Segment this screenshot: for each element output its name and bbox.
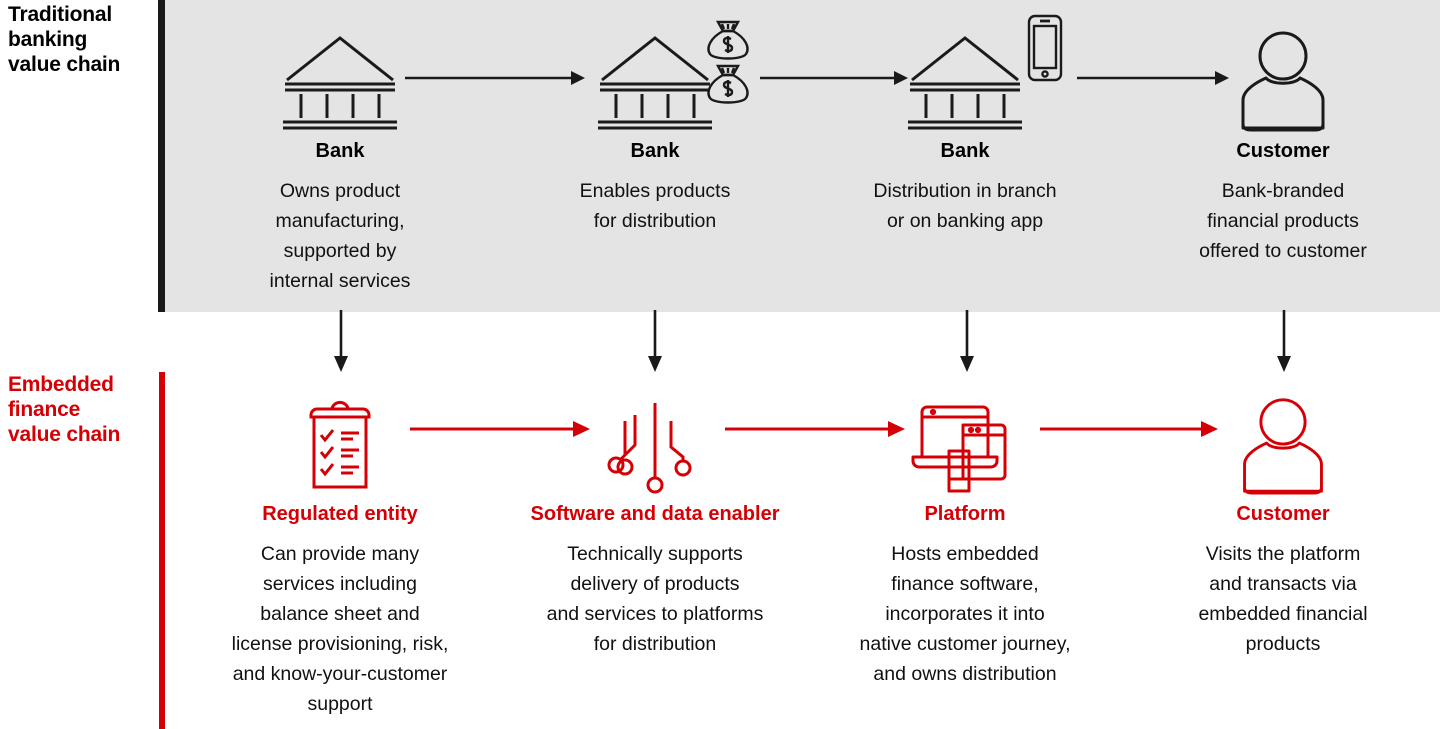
arrow-right-red xyxy=(410,419,590,439)
node-title: Bank xyxy=(940,140,990,162)
node-description: Technically supports delivery of product… xyxy=(546,543,764,655)
node-description: Bank-branded financial products offered … xyxy=(1199,180,1367,262)
circuit-board-icon xyxy=(505,375,805,495)
node-description: Can provide many services including bala… xyxy=(231,543,449,715)
node-traditional-bank-2: Bank Enables products for distribution xyxy=(505,12,805,236)
arrow-down-black xyxy=(329,310,353,372)
arrow-right-red xyxy=(725,419,905,439)
money-bag-icon xyxy=(700,14,756,111)
arrow-right-black xyxy=(1077,68,1229,88)
bank-icon xyxy=(190,12,490,132)
node-title: Customer xyxy=(1236,140,1330,162)
arrow-right-red xyxy=(1040,419,1218,439)
clipboard-checklist-icon xyxy=(190,375,490,495)
node-title: Bank xyxy=(630,140,680,162)
bank-icon xyxy=(505,12,805,132)
arrow-right-black xyxy=(405,68,585,88)
traditional-row-panel xyxy=(162,0,1440,312)
node-description: Enables products for distribution xyxy=(579,180,731,232)
node-embedded-regulated-entity: Regulated entity Can provide many servic… xyxy=(190,375,490,719)
multi-device-icon xyxy=(815,375,1115,495)
node-title: Bank xyxy=(315,140,365,162)
arrow-down-black xyxy=(955,310,979,372)
traditional-row-label: Traditional banking value chain xyxy=(8,3,121,76)
node-embedded-software-enabler: Software and data enabler Technically su… xyxy=(505,375,805,659)
node-title: Platform xyxy=(924,503,1006,525)
node-description: Distribution in branch or on banking app xyxy=(873,180,1057,232)
node-title: Software and data enabler xyxy=(530,503,780,525)
node-embedded-customer: Customer Visits the platform and transac… xyxy=(1133,375,1433,659)
embedded-row-rule xyxy=(159,372,165,729)
node-title: Regulated entity xyxy=(262,503,418,525)
traditional-row-rule xyxy=(158,0,165,312)
node-traditional-bank-1: Bank Owns product manufacturing, support… xyxy=(190,12,490,296)
customer-person-icon xyxy=(1133,12,1433,132)
mobile-phone-icon xyxy=(1026,14,1064,87)
node-traditional-bank-3: Bank Distribution in branch or on bankin… xyxy=(815,12,1115,236)
arrow-right-black xyxy=(760,68,908,88)
embedded-row-label: Embedded finance value chain xyxy=(8,373,121,446)
arrow-down-black xyxy=(643,310,667,372)
node-embedded-platform: Platform Hosts embedded finance software… xyxy=(815,375,1115,689)
node-traditional-customer: Customer Bank-branded financial products… xyxy=(1133,12,1433,266)
node-description: Owns product manufacturing, supported by… xyxy=(269,180,411,292)
arrow-down-black xyxy=(1272,310,1296,372)
bank-icon xyxy=(815,12,1115,132)
customer-person-icon xyxy=(1133,375,1433,495)
node-description: Visits the platform and transacts via em… xyxy=(1198,543,1368,655)
node-title: Customer xyxy=(1236,503,1330,525)
node-description: Hosts embedded finance software, incorpo… xyxy=(859,543,1071,685)
